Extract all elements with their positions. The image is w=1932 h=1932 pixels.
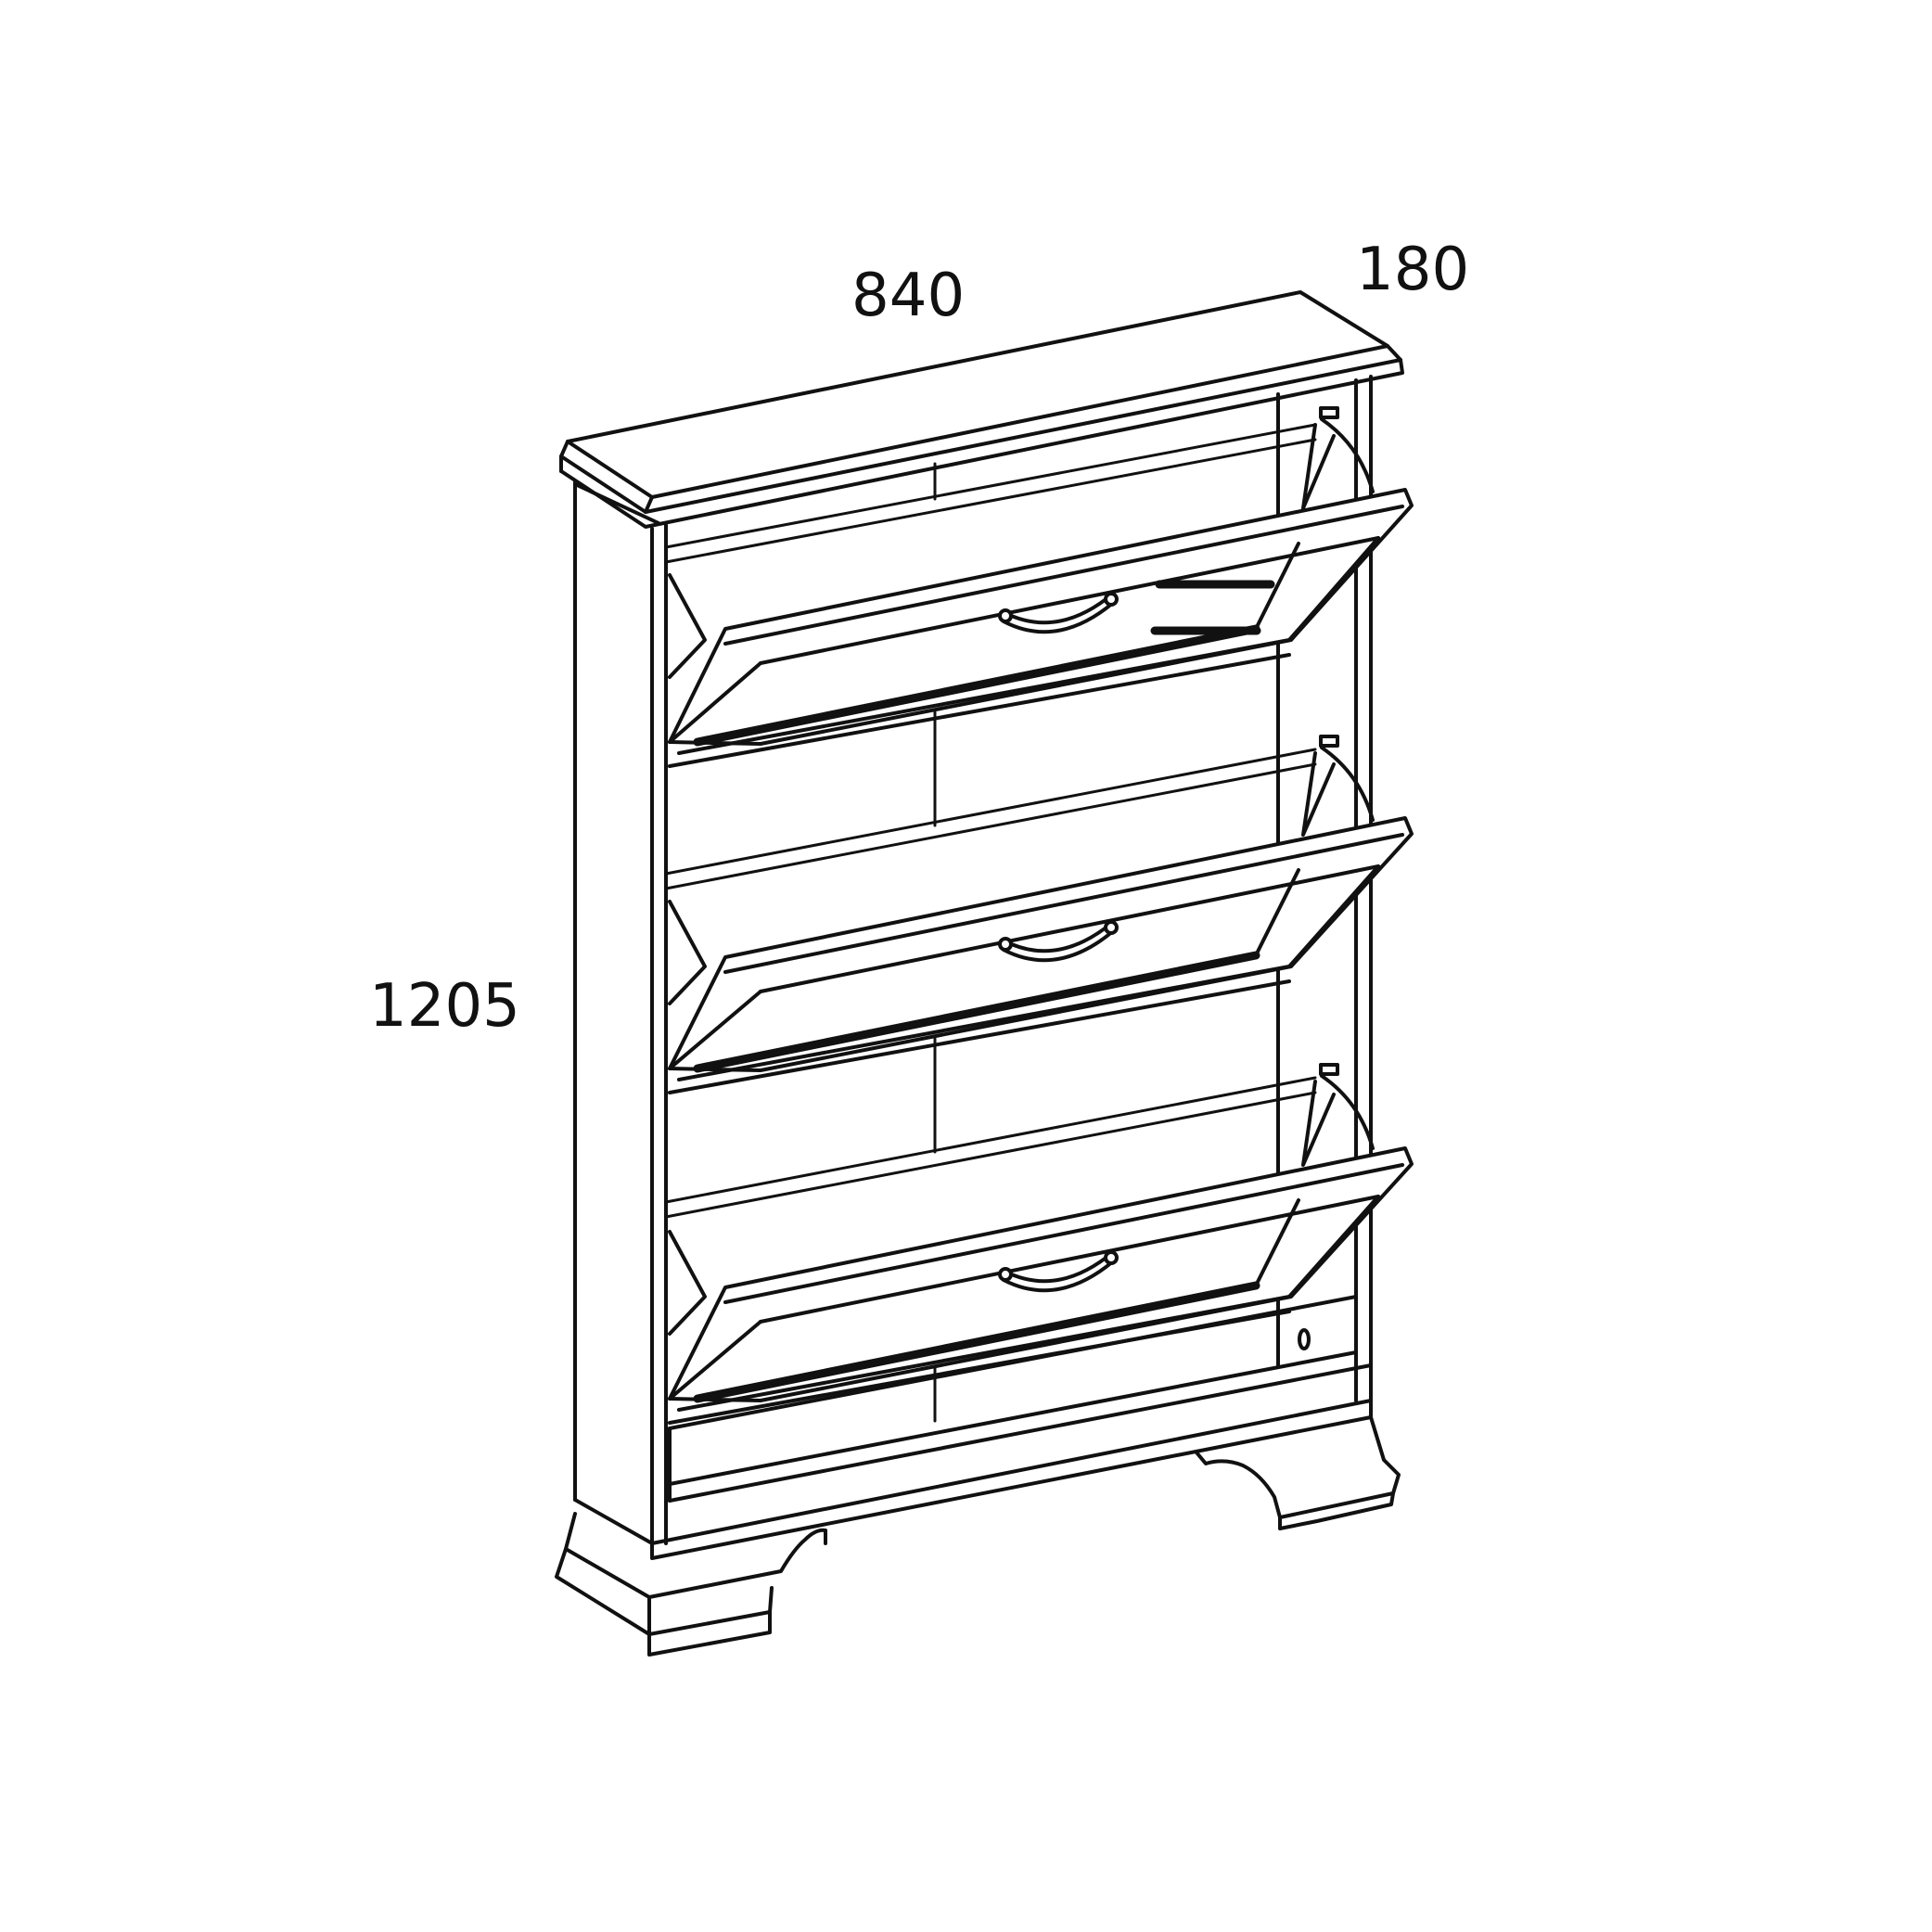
drawer-middle[interactable]: [668, 735, 1414, 1094]
left-side-panel: [573, 480, 668, 1545]
width-dimension-label: 840: [851, 262, 965, 330]
cabinet-base: [555, 1295, 1401, 1657]
drawer-top-handle[interactable]: [998, 592, 1119, 634]
drawer-bottom[interactable]: [668, 1063, 1414, 1425]
height-dimension-label: 1205: [369, 972, 520, 1041]
drawer-bottom-hinge: [1301, 1063, 1375, 1167]
drawer-top[interactable]: [668, 406, 1414, 768]
drawer-bottom-handle[interactable]: [998, 1250, 1119, 1293]
depth-dimension-label: 180: [1356, 236, 1469, 304]
drawer-middle-hinge: [1301, 735, 1375, 837]
cabinet-top: [559, 290, 1404, 529]
inner-rails: [664, 423, 1317, 1423]
drawer-middle-handle[interactable]: [998, 920, 1119, 963]
drawer-top-hinge: [1301, 406, 1375, 510]
